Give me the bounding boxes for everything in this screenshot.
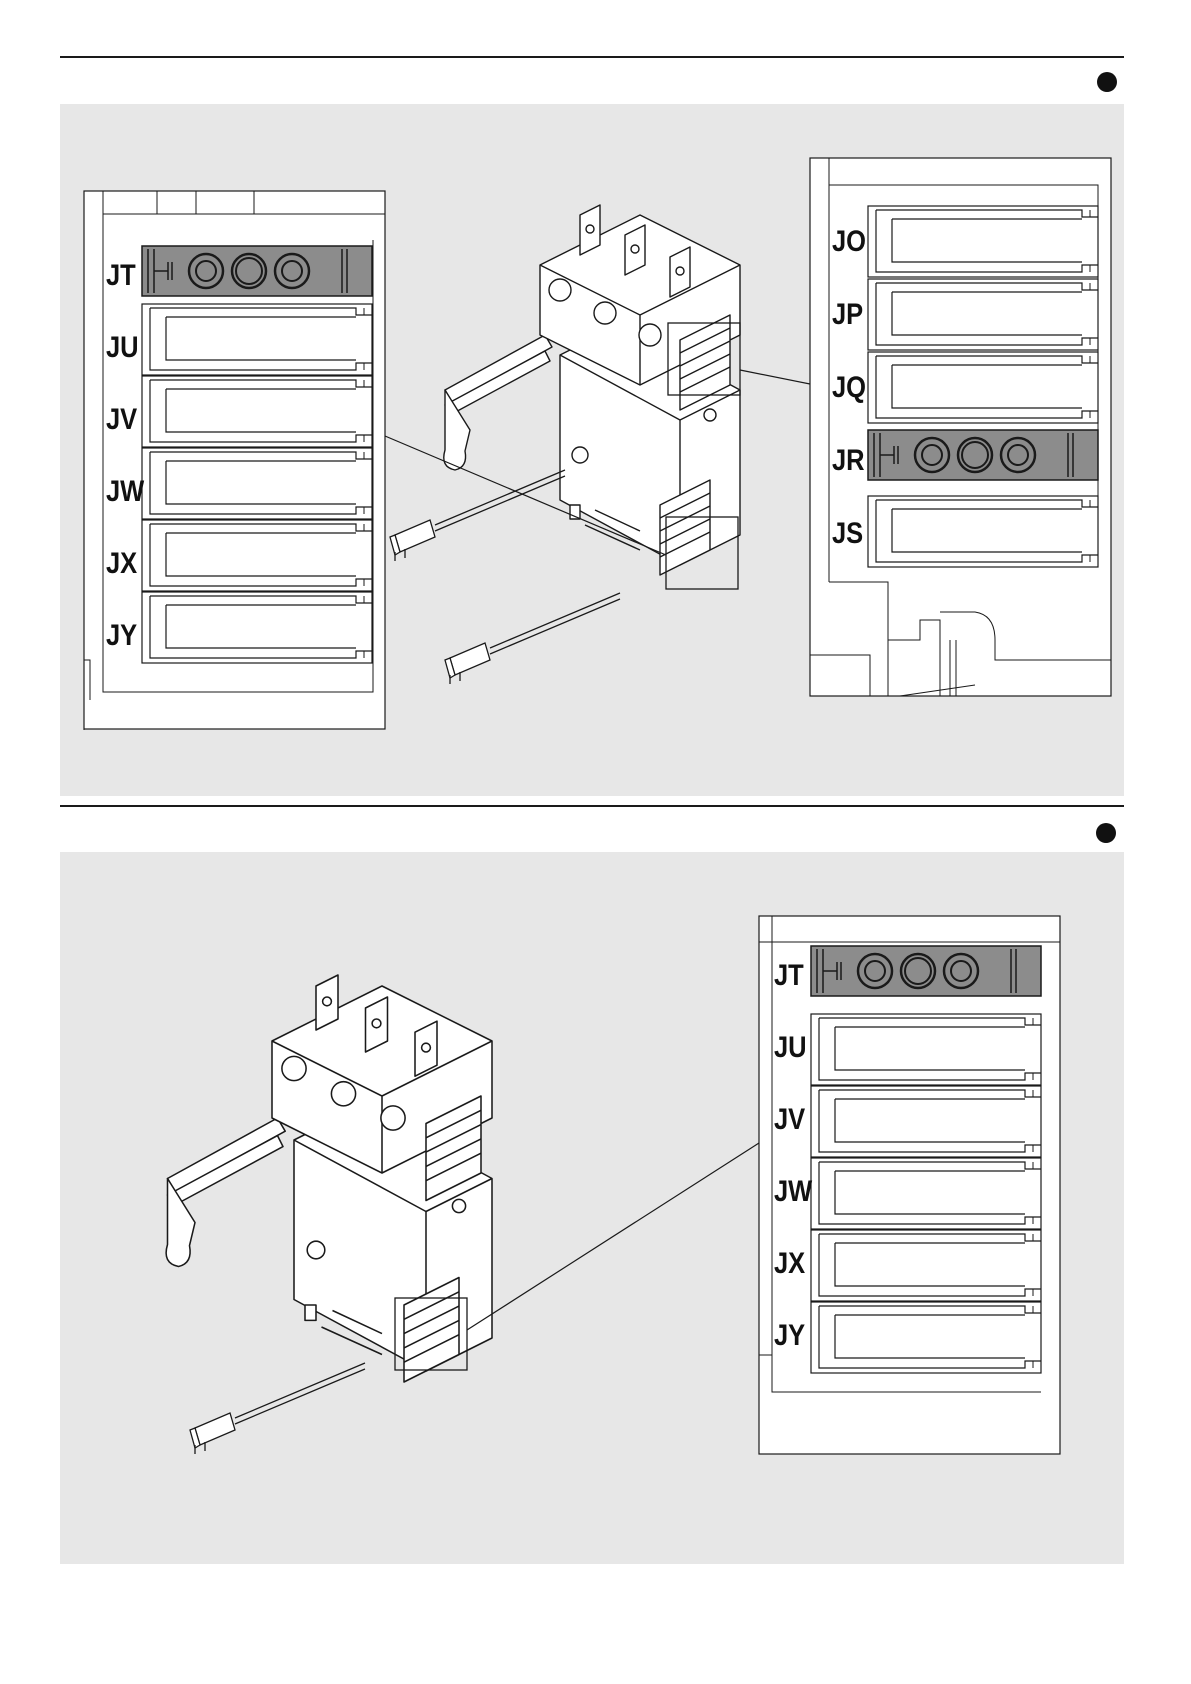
connector-slot-jw bbox=[811, 1158, 1041, 1229]
connector-label: JV bbox=[774, 1102, 806, 1135]
circuit-breaker-illustration bbox=[166, 975, 759, 1454]
connector-label: JW bbox=[106, 474, 145, 507]
connector-plug-jr bbox=[868, 430, 1098, 480]
connector-slot-ju bbox=[811, 1014, 1041, 1085]
connector-label: JX bbox=[106, 546, 138, 579]
connector-slot-jq bbox=[868, 352, 1098, 423]
connector-slot-jv bbox=[142, 376, 372, 447]
connector-slot-jx bbox=[142, 520, 372, 591]
connector-slot-jw bbox=[142, 448, 372, 519]
connector-slot-jy bbox=[811, 1302, 1041, 1373]
connector-slot-jy bbox=[142, 592, 372, 663]
connector-label: JT bbox=[774, 958, 804, 991]
connector-detail-top-left: JT JU JV JW JX JY bbox=[84, 191, 385, 730]
connector-plug-jt bbox=[142, 246, 372, 296]
connector-label: JP bbox=[832, 297, 863, 330]
connector-label: JT bbox=[106, 258, 136, 291]
connector-label: JV bbox=[106, 402, 138, 435]
connector-slot-jx bbox=[811, 1230, 1041, 1301]
connector-label: JS bbox=[832, 516, 863, 549]
connector-slot-ju bbox=[142, 304, 372, 375]
connector-label: JU bbox=[106, 330, 139, 363]
connector-label: JW bbox=[774, 1174, 813, 1207]
connector-label: JR bbox=[832, 443, 865, 476]
connector-label: JY bbox=[106, 618, 138, 651]
connector-label: JU bbox=[774, 1030, 807, 1063]
connector-label: JY bbox=[774, 1318, 806, 1351]
connector-slot-jv bbox=[811, 1086, 1041, 1157]
connector-label: JX bbox=[774, 1246, 806, 1279]
circuit-breaker-illustration bbox=[385, 205, 810, 684]
connector-slot-jp bbox=[868, 279, 1098, 350]
connector-plug-jt bbox=[811, 946, 1041, 996]
connector-detail-top-right: JO JP JQ JR JS bbox=[810, 158, 1111, 696]
connector-detail-bottom: JT JU JV JW JX JY bbox=[759, 916, 1060, 1454]
connector-slot-js bbox=[868, 496, 1098, 567]
connector-label: JO bbox=[832, 224, 866, 257]
connector-slot-jo bbox=[868, 206, 1098, 277]
connector-label: JQ bbox=[832, 370, 866, 403]
